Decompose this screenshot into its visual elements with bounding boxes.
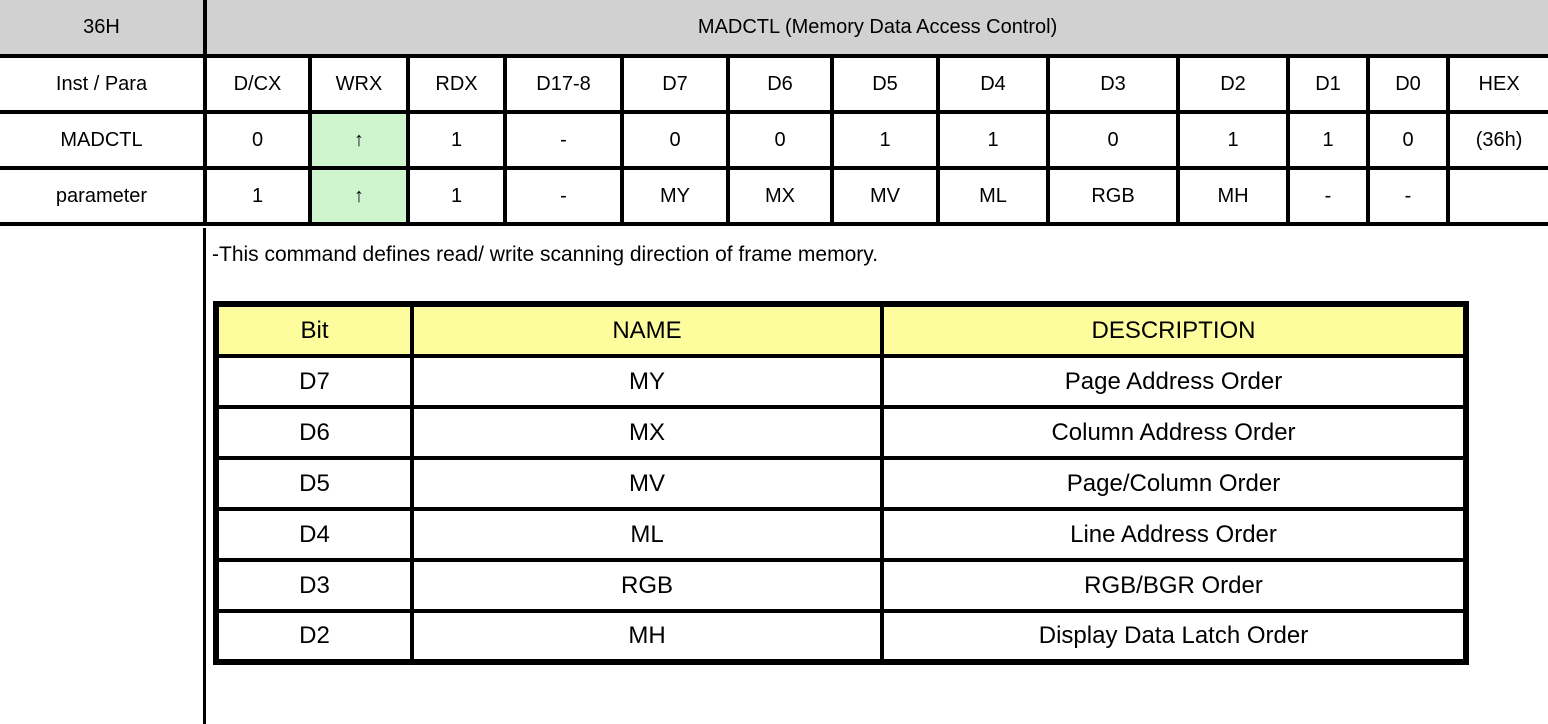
reg-header-cell: D3: [1046, 54, 1180, 114]
title-row: 36H MADCTL (Memory Data Access Control): [0, 0, 1548, 58]
reg-cell: 1: [406, 110, 507, 170]
reg-cell: 0: [203, 110, 312, 170]
reg-cell: ML: [936, 166, 1050, 226]
bit-cell: D7: [214, 354, 414, 409]
parameter-row: parameter 1 ↑ 1 - MY MX MV ML RGB MH - -: [0, 166, 1548, 226]
reg-header-cell: D6: [726, 54, 834, 114]
reg-cell: -: [503, 166, 624, 226]
command-description: -This command defines read/ write scanni…: [212, 243, 879, 266]
wrx-rising-edge-cell: ↑: [308, 166, 410, 226]
reg-cell: 0: [726, 110, 834, 170]
bit-row: D3 RGB RGB/BGR Order: [214, 558, 1468, 613]
bit-cell: Column Address Order: [880, 405, 1468, 460]
bit-row: D6 MX Column Address Order: [214, 405, 1468, 460]
bit-row: D5 MV Page/Column Order: [214, 456, 1468, 511]
command-code: 36H: [0, 0, 207, 58]
bit-cell: D4: [214, 507, 414, 562]
bit-cell: MV: [410, 456, 884, 511]
bit-cell: D3: [214, 558, 414, 613]
bit-cell: MY: [410, 354, 884, 409]
bit-cell: D6: [214, 405, 414, 460]
bit-cell: ML: [410, 507, 884, 562]
bit-cell: MX: [410, 405, 884, 460]
reg-header-cell: D0: [1366, 54, 1450, 114]
row-label: MADCTL: [0, 110, 207, 170]
reg-header-cell: D17-8: [503, 54, 624, 114]
bit-cell: D5: [214, 456, 414, 511]
register-table: 36H MADCTL (Memory Data Access Control) …: [0, 0, 1548, 226]
first-column-rule: [203, 228, 206, 724]
reg-cell: 1: [936, 110, 1050, 170]
reg-header-cell: D4: [936, 54, 1050, 114]
bit-header-cell: DESCRIPTION: [880, 302, 1468, 358]
madctl-row: MADCTL 0 ↑ 1 - 0 0 1 1 0 1 1 0 (36h): [0, 110, 1548, 170]
reg-cell: MX: [726, 166, 834, 226]
command-title: MADCTL (Memory Data Access Control): [202, 0, 1548, 58]
reg-header-cell: RDX: [406, 54, 507, 114]
reg-cell: MV: [830, 166, 940, 226]
reg-header-cell: D2: [1176, 54, 1290, 114]
bit-row: D2 MH Display Data Latch Order: [214, 609, 1468, 664]
reg-cell: 1: [406, 166, 507, 226]
bit-cell: Page Address Order: [880, 354, 1468, 409]
reg-header-cell: WRX: [308, 54, 410, 114]
bit-cell: MH: [410, 609, 884, 664]
bit-row: D4 ML Line Address Order: [214, 507, 1468, 562]
hex-value-cell: [1445, 166, 1548, 226]
reg-header-cell: D1: [1286, 54, 1370, 114]
reg-header-cell: D5: [830, 54, 940, 114]
reg-cell: RGB: [1046, 166, 1180, 226]
reg-cell: 0: [1046, 110, 1180, 170]
bit-cell: Line Address Order: [880, 507, 1468, 562]
row-label: parameter: [0, 166, 207, 226]
bit-row: D7 MY Page Address Order: [214, 354, 1468, 409]
bit-header-cell: Bit: [214, 302, 414, 358]
reg-header-cell: HEX: [1445, 54, 1548, 114]
reg-cell: MY: [620, 166, 730, 226]
reg-header-cell: Inst / Para: [0, 54, 207, 114]
bit-cell: RGB/BGR Order: [880, 558, 1468, 613]
reg-cell: 1: [1176, 110, 1290, 170]
reg-cell: 1: [830, 110, 940, 170]
bit-table-header-row: Bit NAME DESCRIPTION: [214, 302, 1468, 358]
reg-cell: 1: [203, 166, 312, 226]
bit-cell: Page/Column Order: [880, 456, 1468, 511]
reg-cell: -: [1286, 166, 1370, 226]
reg-cell: -: [1366, 166, 1450, 226]
reg-cell: -: [503, 110, 624, 170]
bit-definition-table: Bit NAME DESCRIPTION D7 MY Page Address …: [213, 301, 1469, 665]
hex-value-cell: (36h): [1445, 110, 1548, 170]
bit-cell: D2: [214, 609, 414, 664]
reg-cell: 1: [1286, 110, 1370, 170]
bit-cell: Display Data Latch Order: [880, 609, 1468, 664]
reg-cell: 0: [1366, 110, 1450, 170]
wrx-rising-edge-cell: ↑: [308, 110, 410, 170]
reg-header-cell: D/CX: [203, 54, 312, 114]
reg-cell: MH: [1176, 166, 1290, 226]
bit-header-cell: NAME: [410, 302, 884, 358]
bit-cell: RGB: [410, 558, 884, 613]
reg-cell: 0: [620, 110, 730, 170]
register-header-row: Inst / Para D/CX WRX RDX D17-8 D7 D6 D5 …: [0, 54, 1548, 114]
reg-header-cell: D7: [620, 54, 730, 114]
